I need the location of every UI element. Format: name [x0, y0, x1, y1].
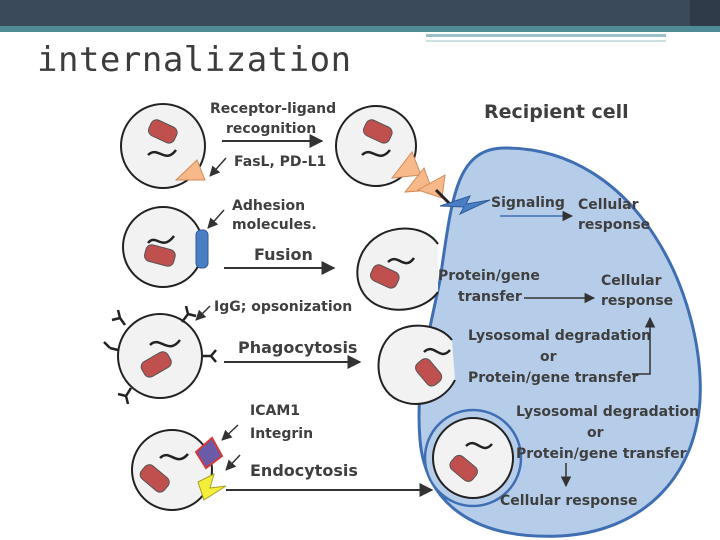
arrow-adhesion: [207, 209, 225, 229]
donor-rna: [147, 235, 175, 244]
label-adhesion: Adhesion molecules.: [232, 198, 317, 233]
igg-antibodies: [103, 305, 217, 405]
engulfed-rna: [423, 347, 451, 356]
donor-rna: [159, 453, 189, 461]
label-cellular-response-1: Cellular response: [578, 197, 650, 233]
vesicle-nucleus: [362, 119, 393, 144]
label-cellular-response-2: Cellular response: [601, 273, 673, 309]
donor-rna: [149, 339, 181, 348]
label-signaling: Signaling: [491, 195, 565, 211]
donor-nucleus: [139, 464, 170, 493]
recipient-cell-label: Recipient cell: [484, 101, 629, 123]
label-fasl: FasL, PD-L1: [234, 154, 326, 170]
row-fusion: Adhesion molecules. Fusion Protein/gene …: [122, 198, 673, 311]
row-receptor-ligand: Receptor-ligand recognition FasL, PD-L1 …: [120, 101, 650, 233]
donor-nucleus: [140, 351, 172, 378]
donor-nucleus: [144, 244, 176, 267]
label-opsonization: IgG; opsonization: [214, 299, 352, 315]
donor-cell: [131, 429, 213, 511]
fusing-cell: [356, 227, 439, 311]
label-protein-gene-transfer: Protein/gene transfer: [438, 268, 545, 305]
ligand-shape-2: [390, 150, 422, 179]
label-fusion: Fusion: [254, 245, 313, 264]
label-endocytosis: Endocytosis: [250, 461, 358, 480]
slide-title: internalization: [37, 40, 352, 80]
label-phagocytosis: Phagocytosis: [238, 338, 357, 357]
donor-nucleus: [147, 119, 178, 144]
donor-cell: [122, 206, 204, 288]
adhesion-molecule: [195, 229, 209, 269]
fusing-rna: [387, 257, 416, 265]
donor-cell: [120, 103, 206, 189]
donor-rna: [147, 149, 178, 157]
ligand-shape: [174, 159, 206, 181]
label-icam-integrin: ICAM1 Integrin: [250, 403, 313, 442]
arrow-icam1: [221, 424, 239, 441]
row-phagocytosis: IgG; opsonization Phagocytosis Lysosomal…: [103, 299, 656, 405]
arrow-integrin: [225, 454, 241, 471]
fusing-nucleus: [369, 264, 400, 289]
engulfed-nucleus: [415, 358, 443, 387]
endosome-nucleus: [449, 454, 478, 482]
vesicle-cell: [335, 105, 417, 187]
vesicle-rna: [361, 149, 391, 157]
row-endocytosis: ICAM1 Integrin Endocytosis Lysosomal deg…: [131, 403, 704, 511]
icam1-shape: [194, 436, 224, 470]
endosome-cell: [432, 417, 514, 499]
arrow-opsonization: [195, 305, 211, 321]
arrow-fasl: [209, 157, 227, 177]
label-cellular-response-3: Cellular response: [500, 493, 638, 509]
label-lysosomal-2: Lysosomal degradation or Protein/gene tr…: [516, 404, 704, 462]
label-lysosomal-1: Lysosomal degradation or Protein/gene tr…: [468, 328, 656, 386]
integrin-shape: [197, 473, 227, 501]
label-receptor-ligand: Receptor-ligand recognition: [210, 101, 341, 137]
endosome-rna: [465, 441, 493, 450]
arrow-step-up: [632, 316, 656, 375]
signaling-bolt: [439, 195, 491, 216]
